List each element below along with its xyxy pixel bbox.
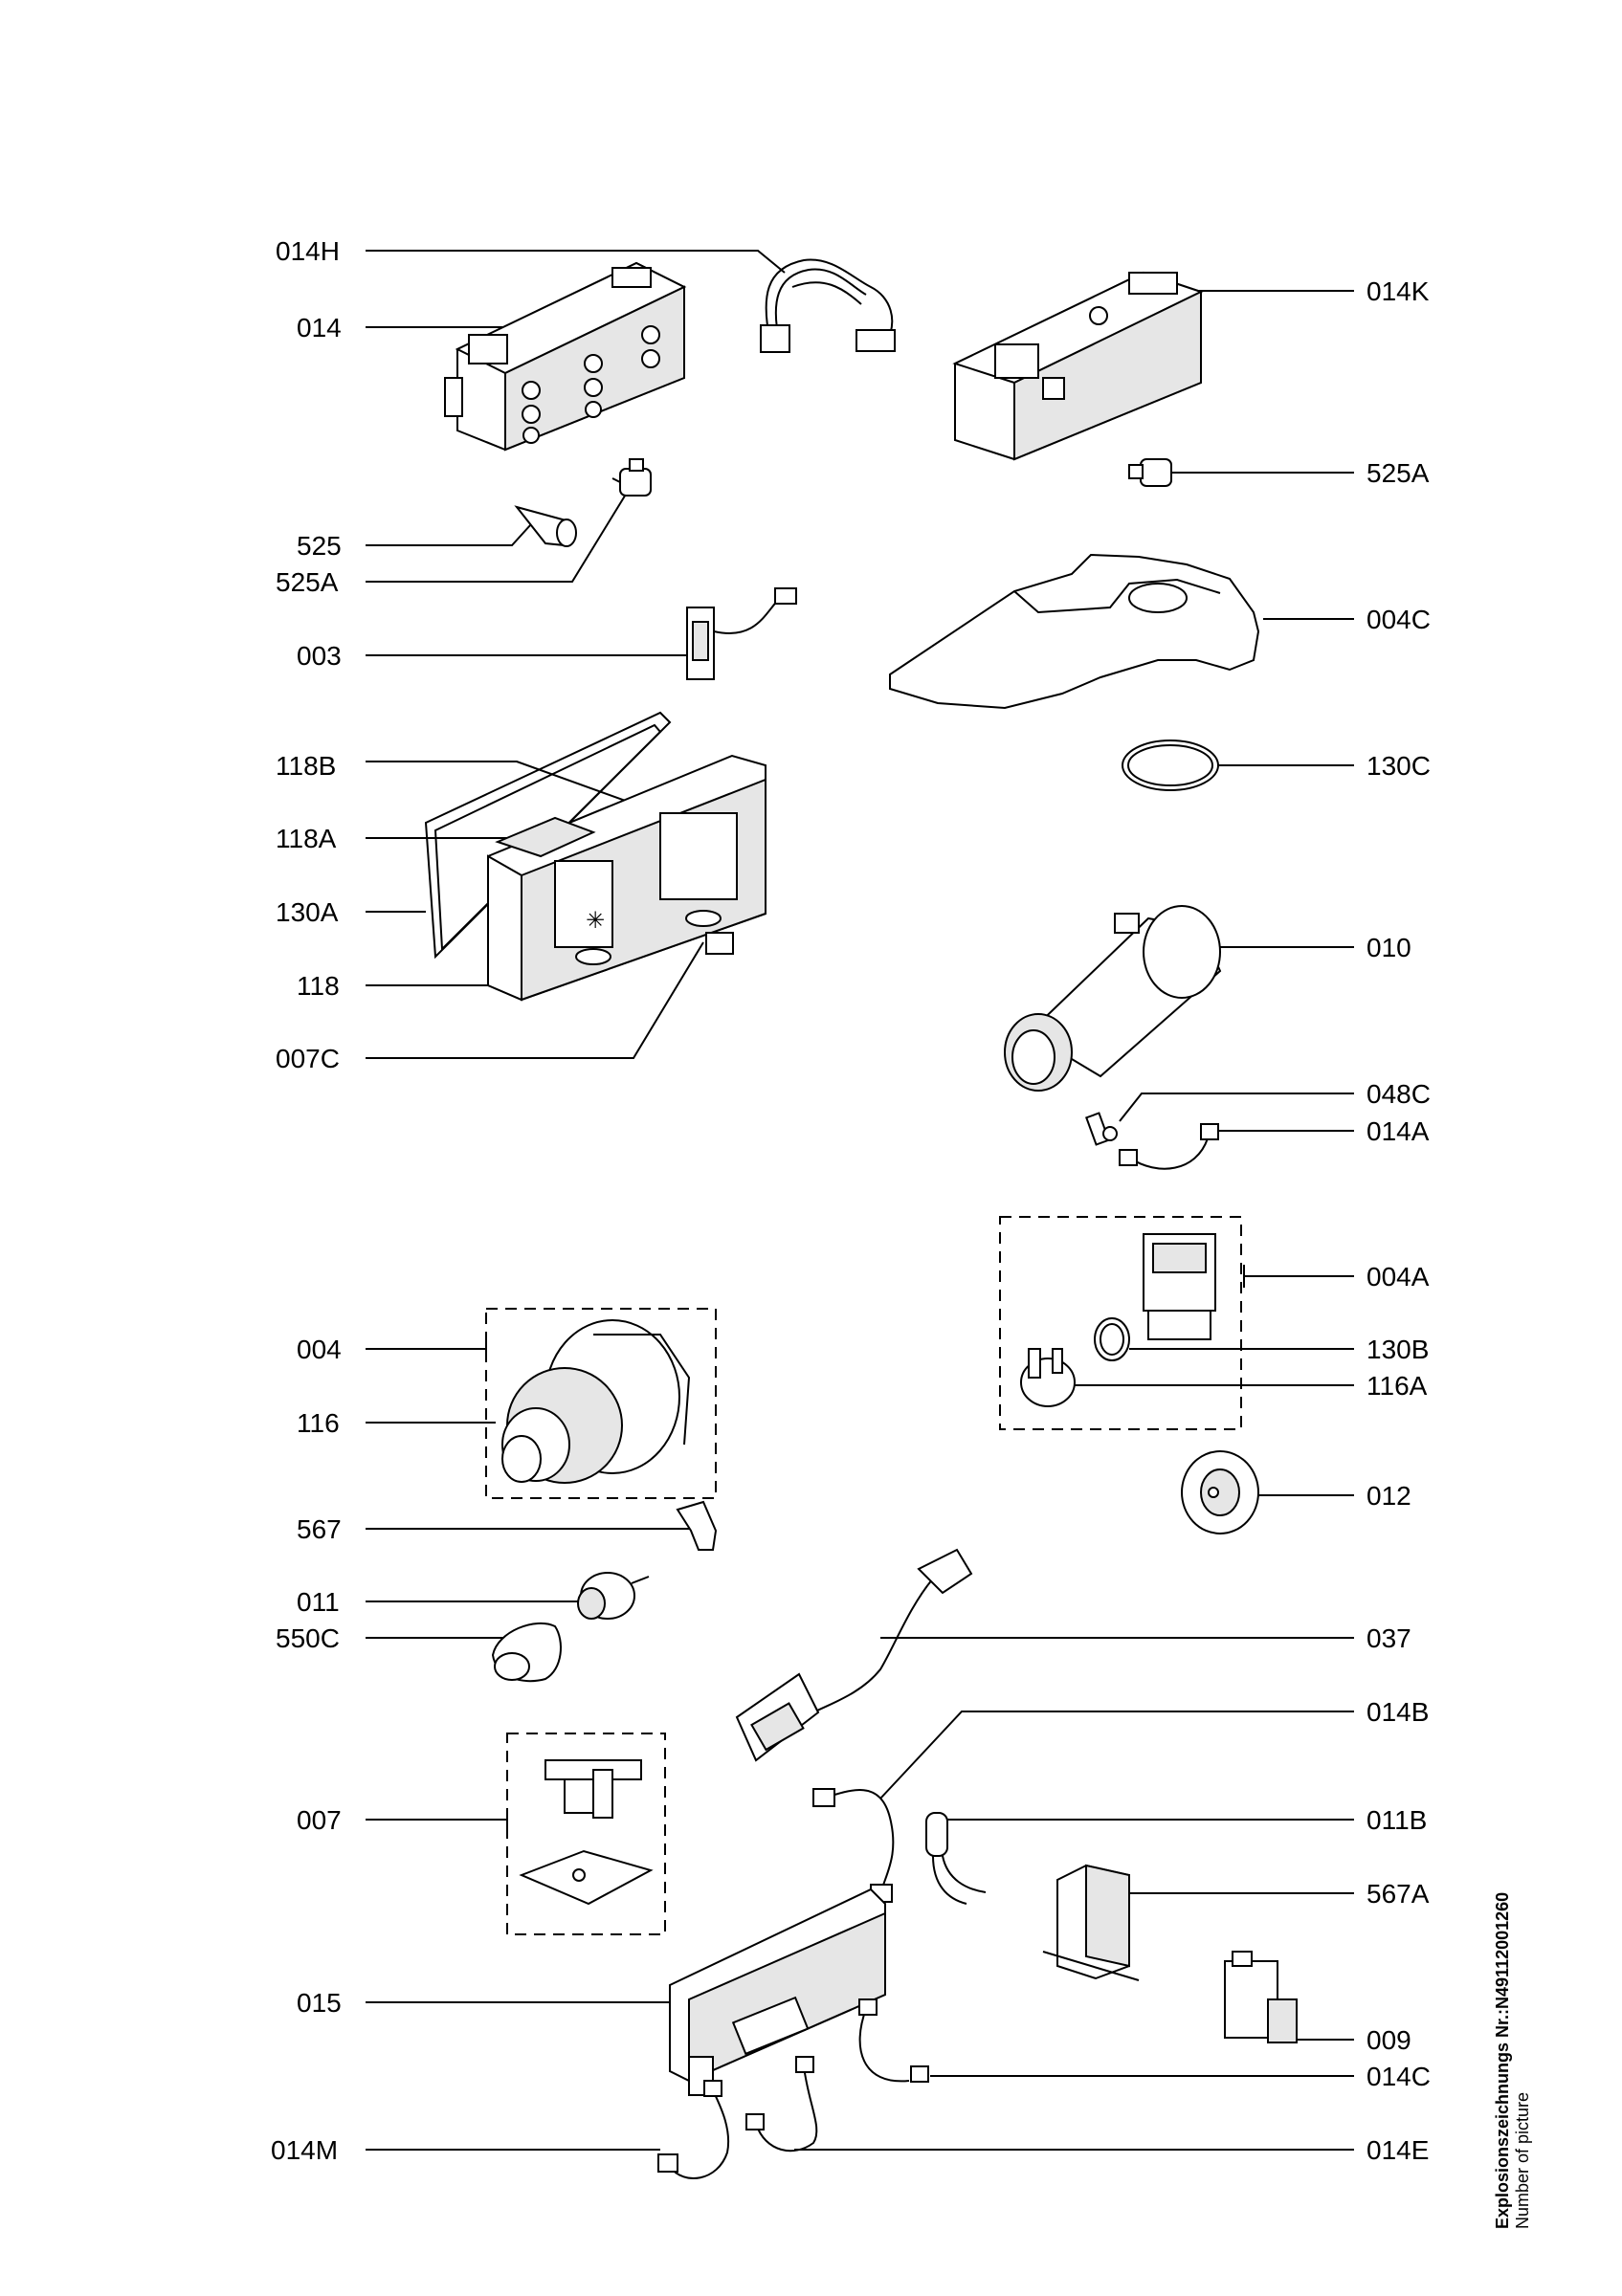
part-130B-ring <box>1094 1317 1130 1361</box>
label-014E: 014E <box>1366 2135 1429 2165</box>
label-048C: 048C <box>1366 1079 1431 1109</box>
label-014H: 014H <box>276 236 340 266</box>
label-014M: 014M <box>271 2135 338 2165</box>
label-567A: 567A <box>1366 1879 1430 1909</box>
label-130A: 130A <box>276 897 339 927</box>
label-130B: 130B <box>1366 1335 1429 1364</box>
label-003: 003 <box>297 641 342 671</box>
part-014C-wire-harness <box>858 1998 929 2083</box>
label-130C: 130C <box>1366 751 1431 781</box>
part-004-motor-pump <box>501 1319 691 1484</box>
drawing-caption: Number of picture <box>1513 2091 1532 2229</box>
label-550C: 550C <box>276 1623 340 1653</box>
group-007-outline <box>506 1733 666 1935</box>
part-007-switch <box>519 1759 654 1906</box>
part-014H-wire-harness <box>760 258 896 353</box>
label-004A: 004A <box>1366 1262 1430 1292</box>
label-037: 037 <box>1366 1623 1411 1653</box>
part-014A-wire <box>1119 1123 1219 1170</box>
label-118B: 118B <box>276 751 336 781</box>
label-004C: 004C <box>1366 605 1431 634</box>
part-014M-wire-harness <box>657 2080 730 2179</box>
group-004A-outline <box>999 1216 1242 1430</box>
part-003-switch <box>686 587 797 680</box>
label-011B: 011B <box>1366 1805 1427 1835</box>
label-118A: 118A <box>276 824 337 853</box>
label-007C: 007C <box>276 1044 340 1073</box>
drawing-number-note: Explosionszeichnungs Nr.:N49112001260 Nu… <box>1493 1892 1533 2229</box>
label-525A-left: 525A <box>276 567 339 597</box>
part-014K-control-module <box>952 271 1204 461</box>
part-011-component <box>577 1572 650 1620</box>
part-525-knob <box>514 505 577 547</box>
part-525A-button-right <box>1128 458 1172 487</box>
label-014C: 014C <box>1366 2062 1431 2091</box>
label-567: 567 <box>297 1514 342 1544</box>
part-014B-wire-harness <box>812 1788 895 1903</box>
part-116A-impeller <box>1020 1348 1076 1407</box>
part-525A-button-left <box>611 458 652 497</box>
label-012: 012 <box>1366 1481 1411 1511</box>
part-118-dispenser: ✳ <box>487 754 767 1002</box>
part-037-power-cord <box>735 1548 973 1762</box>
label-014K: 014K <box>1366 276 1430 306</box>
svg-text:✳: ✳ <box>586 907 605 934</box>
part-567A-bracket <box>1042 1864 1140 1981</box>
label-118: 118 <box>297 971 340 1001</box>
part-130A-gasket <box>424 711 672 960</box>
label-525A-right: 525A <box>1366 458 1430 488</box>
label-011: 011 <box>297 1587 340 1617</box>
part-014-control-module <box>444 261 687 452</box>
label-014A: 014A <box>1366 1116 1430 1146</box>
part-004A-pump <box>1143 1233 1216 1340</box>
part-010-heater <box>1004 905 1222 1092</box>
label-007: 007 <box>297 1805 342 1835</box>
part-550C-cap <box>491 1622 562 1683</box>
label-014: 014 <box>297 313 342 342</box>
part-011B-capacitor <box>925 1812 987 1905</box>
part-007C-connector <box>705 932 734 955</box>
label-015: 015 <box>297 1988 342 2018</box>
label-004: 004 <box>297 1335 342 1364</box>
leader-lines <box>366 250 1354 2151</box>
part-567-clip <box>676 1500 718 1551</box>
drawing-number: Explosionszeichnungs Nr.:N49112001260 <box>1493 1891 1512 2229</box>
part-048C-sensor <box>1085 1112 1118 1146</box>
group-004-outline <box>485 1308 717 1499</box>
label-116A: 116A <box>1366 1371 1428 1401</box>
part-130C-seal-ring <box>1122 740 1219 791</box>
label-116: 116 <box>297 1408 340 1438</box>
part-012-switch <box>1181 1450 1259 1534</box>
label-010: 010 <box>1366 933 1411 962</box>
part-009-component <box>1224 1951 1298 2043</box>
part-014E-wire-harness <box>745 2056 818 2152</box>
label-009: 009 <box>1366 2025 1411 2055</box>
part-015-cover <box>669 1888 886 2096</box>
label-525: 525 <box>297 531 342 561</box>
label-014B: 014B <box>1366 1697 1429 1727</box>
part-004C-cover <box>889 553 1260 710</box>
